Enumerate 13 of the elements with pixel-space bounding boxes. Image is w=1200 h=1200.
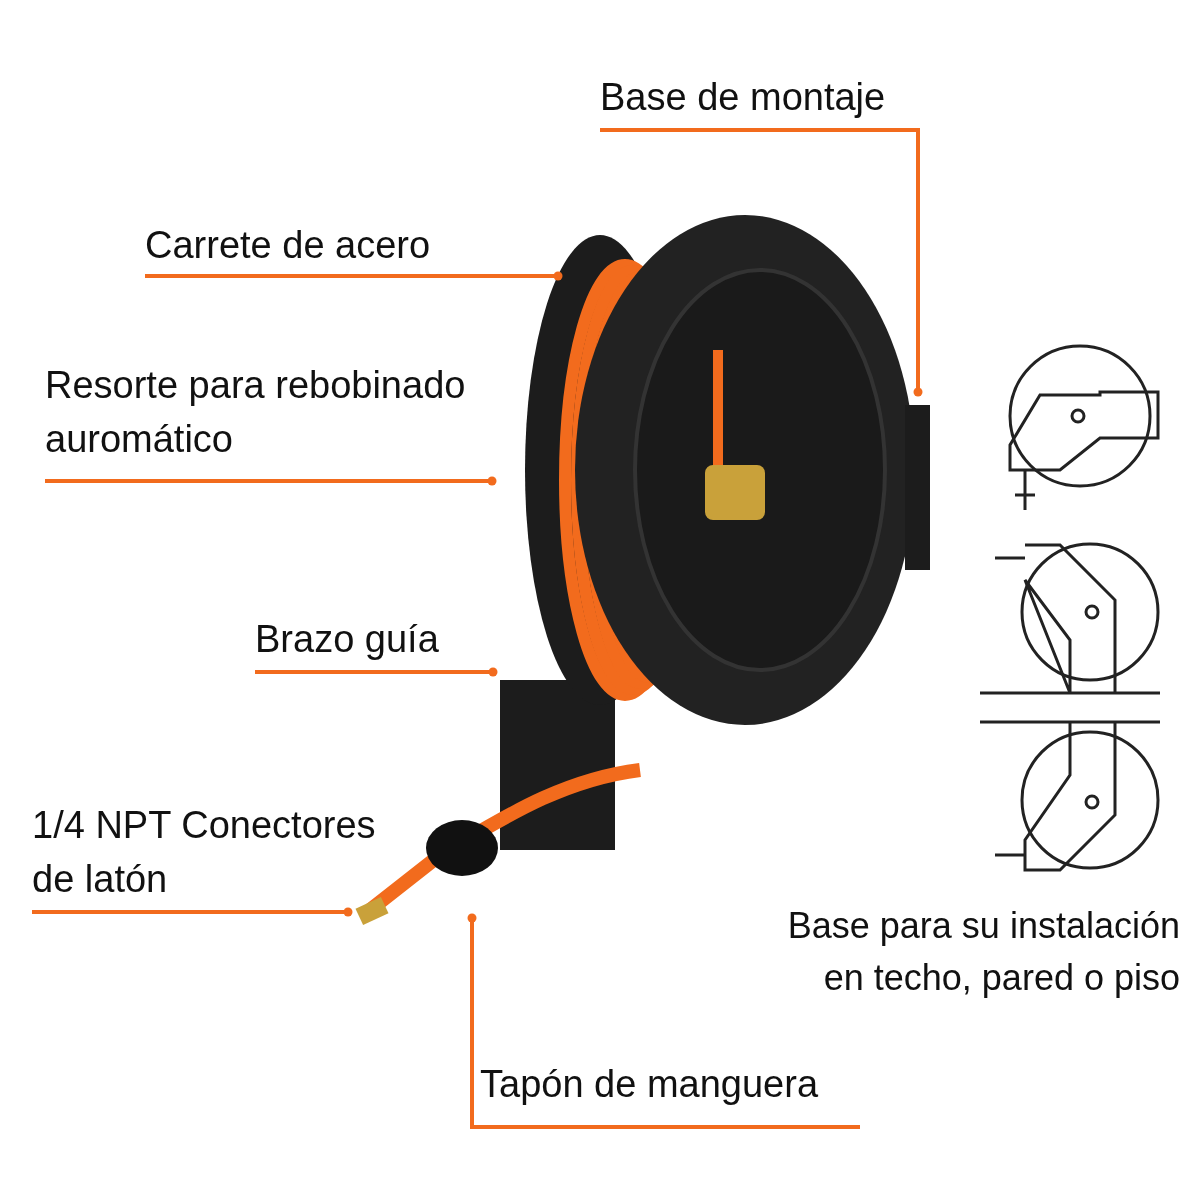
caption-text: Base para su instalación en techo, pared o piso <box>786 904 1180 1000</box>
callout-label: Base de montaje <box>600 75 887 120</box>
callout-label: 1/4 NPT Conectores de latón <box>32 803 377 902</box>
leader-line <box>255 667 498 677</box>
leader-line <box>32 907 353 917</box>
callout-label: Brazo guía <box>255 617 440 662</box>
leader-line <box>145 271 563 281</box>
leader-line <box>45 476 497 486</box>
leader-line <box>600 128 923 397</box>
callout-label: Resorte para rebobinado auromático <box>45 363 467 462</box>
leader-line <box>467 913 860 1129</box>
callout-label: Tapón de manguera <box>480 1062 820 1107</box>
callout-label: Carrete de acero <box>145 223 432 268</box>
